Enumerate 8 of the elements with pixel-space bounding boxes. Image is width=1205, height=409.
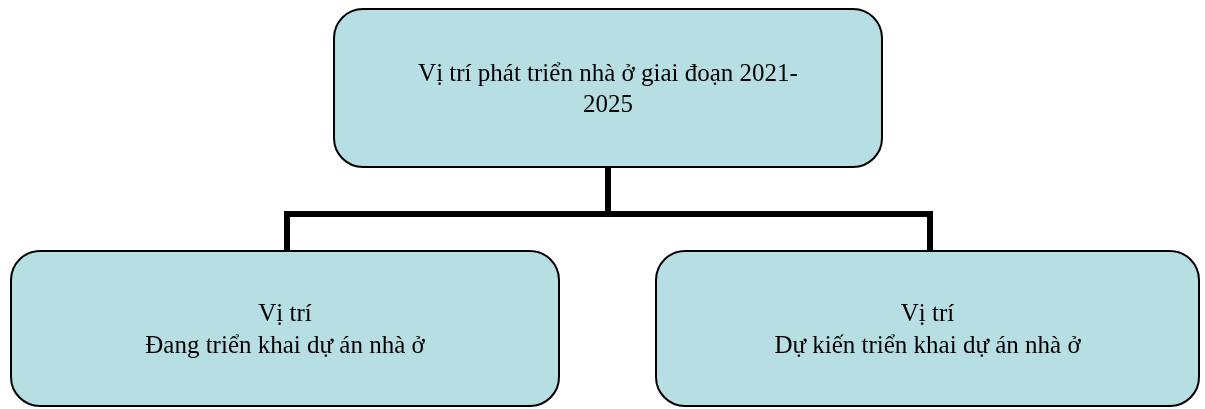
box-text: Đang triển khai dự án nhà ở — [145, 329, 425, 360]
box-text: Vị trí — [258, 298, 312, 329]
box-text: Vị trí — [900, 298, 955, 329]
rounded-box — [10, 250, 560, 407]
rounded-box — [333, 8, 883, 168]
box-text: Dự kiến triển khai dự án nhà ở — [774, 329, 1081, 360]
box-text: Vị trí phát triển nhà ở giai đoạn 2021-2025 — [417, 57, 799, 119]
rounded-box — [655, 250, 1200, 407]
